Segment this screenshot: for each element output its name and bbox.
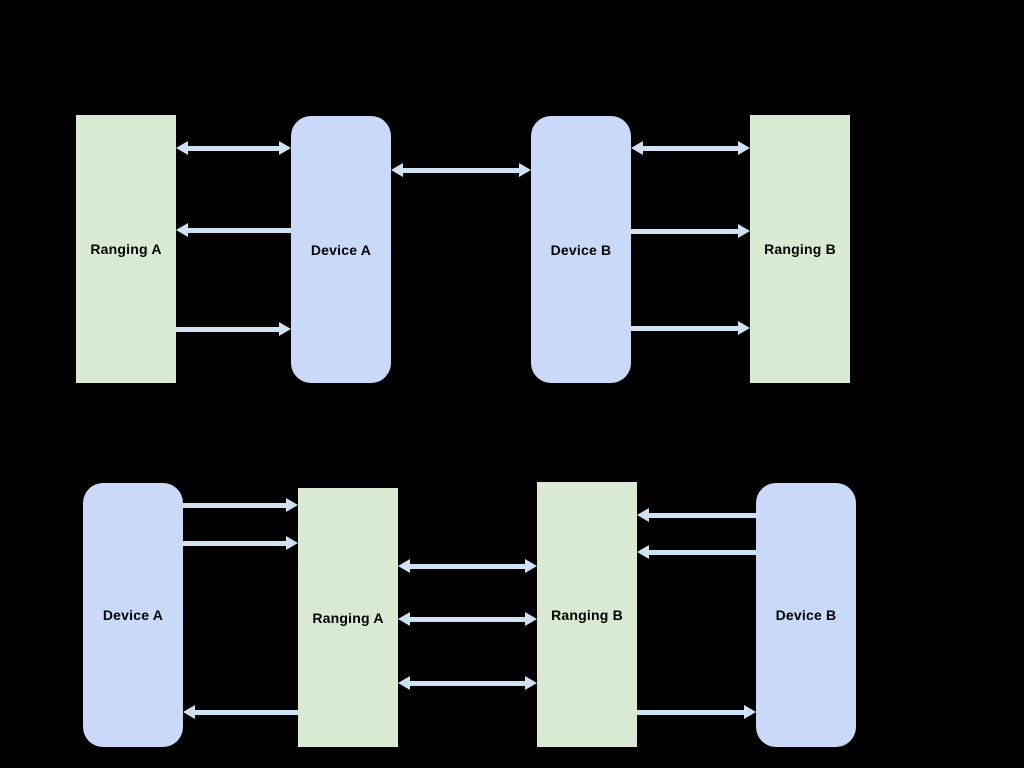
arrow-head-right [738, 141, 750, 155]
node-label: Device A [310, 241, 372, 258]
node-bottom-diagram-ranging-a: Ranging A [298, 488, 398, 747]
node-label: Device A [102, 607, 164, 623]
arrow-line [631, 326, 741, 331]
arrow-head-left [398, 559, 410, 573]
arrow-head-right [286, 498, 298, 512]
node-label: Ranging B [551, 606, 623, 623]
arrow-head-left [637, 508, 649, 522]
arrow-head-left [631, 141, 643, 155]
node-top-diagram-device-b: Device B [531, 116, 631, 383]
arrow-head-right [738, 321, 750, 335]
arrow-head-left [176, 141, 188, 155]
arrow-line [637, 710, 747, 715]
arrow-line [646, 513, 756, 518]
arrow-line [631, 229, 741, 234]
arrow-line [176, 327, 282, 332]
node-label: Device B [550, 241, 612, 258]
arrow-head-right [279, 322, 291, 336]
node-label: Ranging A [90, 241, 162, 257]
arrow-head-left [637, 545, 649, 559]
arrow-head-right [744, 705, 756, 719]
arrow-line [646, 550, 756, 555]
arrow-line [192, 710, 298, 715]
arrow-head-right [519, 163, 531, 177]
node-bottom-diagram-ranging-b: Ranging B [537, 482, 637, 747]
arrow-head-left [391, 163, 403, 177]
node-top-diagram-ranging-b: Ranging B [750, 115, 850, 383]
arrow-head-right [279, 141, 291, 155]
arrow-head-right [738, 224, 750, 238]
arrow-head-left [176, 223, 188, 237]
node-label: Device B [775, 607, 837, 623]
arrow-line [183, 541, 289, 546]
node-top-diagram-ranging-a: Ranging A [76, 115, 176, 383]
arrow-line [407, 681, 528, 686]
arrow-head-right [525, 676, 537, 690]
arrow-head-left [183, 705, 195, 719]
arrow-line [183, 503, 289, 508]
arrow-line [407, 564, 528, 569]
node-bottom-diagram-device-a: Device A [83, 483, 183, 747]
node-label: Ranging A [312, 609, 384, 626]
arrow-head-left [398, 676, 410, 690]
arrow-line [400, 168, 522, 173]
arrow-line [407, 617, 528, 622]
arrow-head-right [286, 536, 298, 550]
node-bottom-diagram-device-b: Device B [756, 483, 856, 747]
arrow-head-right [525, 559, 537, 573]
arrow-line [185, 228, 291, 233]
arrow-line [640, 146, 741, 151]
arrow-head-right [525, 612, 537, 626]
node-top-diagram-device-a: Device A [291, 116, 391, 383]
arrow-head-left [398, 612, 410, 626]
arrow-line [185, 146, 282, 151]
node-label: Ranging B [764, 241, 836, 257]
